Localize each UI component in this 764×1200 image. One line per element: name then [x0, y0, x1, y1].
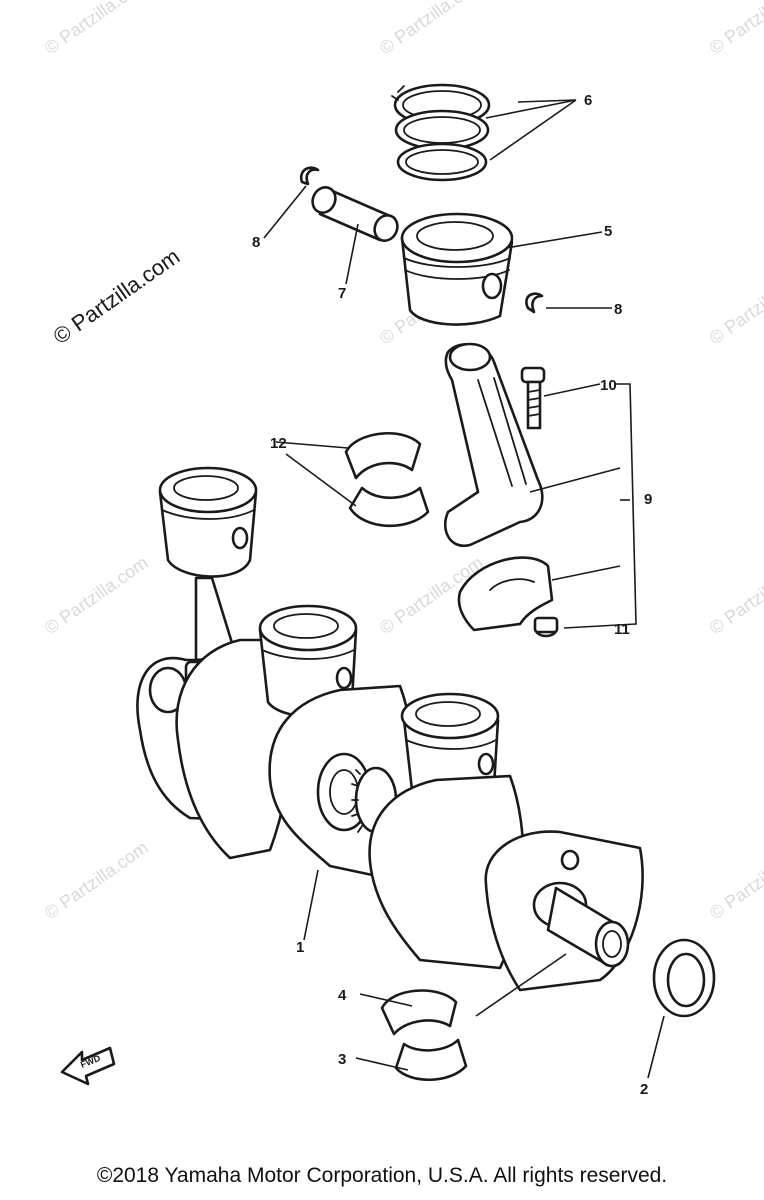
- piston-pin[interactable]: [309, 184, 402, 245]
- callout-8-upper[interactable]: 8: [252, 234, 260, 251]
- piston-rings[interactable]: [391, 83, 491, 182]
- leader-lines: [263, 99, 665, 1079]
- piston-pin-clip-lower[interactable]: [525, 292, 544, 314]
- oil-seal[interactable]: [652, 938, 716, 1018]
- rod-bearings[interactable]: [344, 431, 430, 528]
- callouts: 6 5 8 7 8 10 12 9 11 1 4 3 2: [252, 92, 652, 1098]
- callout-2[interactable]: 2: [640, 1081, 648, 1098]
- main-bearing-lower[interactable]: [394, 1038, 468, 1082]
- callout-7[interactable]: 7: [338, 285, 346, 302]
- crankshaft-assembly[interactable]: [136, 466, 644, 992]
- rod-cap[interactable]: [457, 556, 554, 632]
- callout-9[interactable]: 9: [644, 491, 652, 508]
- callout-4[interactable]: 4: [338, 987, 347, 1004]
- main-bearing-upper[interactable]: [380, 989, 458, 1036]
- callout-11[interactable]: 11: [614, 621, 630, 638]
- watermark-tile: © Partzilla.com: [41, 0, 152, 58]
- callout-3[interactable]: 3: [338, 1051, 346, 1068]
- callout-8-lower[interactable]: 8: [614, 301, 622, 318]
- watermark-tile: © Partzilla.com: [376, 0, 487, 58]
- callout-5[interactable]: 5: [604, 223, 612, 240]
- watermark-main: © Partzilla.com: [49, 244, 185, 350]
- watermark-tile: © Partzilla.com: [41, 552, 152, 638]
- connecting-rod[interactable]: [443, 342, 544, 548]
- callout-6[interactable]: 6: [584, 92, 592, 109]
- callout-10[interactable]: 10: [600, 377, 617, 394]
- watermark-tile: © Partzilla.com: [41, 837, 152, 923]
- watermark-tile: © Partzilla.com: [706, 0, 764, 58]
- piston-pin-clip-upper[interactable]: [299, 166, 320, 186]
- watermark-tile: © Partzilla.com: [706, 552, 764, 638]
- watermark-tile: © Partzilla.com: [706, 837, 764, 923]
- rod-nut[interactable]: [533, 616, 559, 638]
- piston[interactable]: [400, 212, 514, 326]
- callout-12[interactable]: 12: [270, 435, 287, 452]
- rod-bolt[interactable]: [520, 366, 546, 430]
- forward-arrow-icon: FWD: [60, 1046, 116, 1086]
- callout-1[interactable]: 1: [296, 939, 304, 956]
- copyright-notice: ©2018 Yamaha Motor Corporation, U.S.A. A…: [96, 1164, 668, 1187]
- watermark-tile: © Partzilla.com: [706, 262, 764, 348]
